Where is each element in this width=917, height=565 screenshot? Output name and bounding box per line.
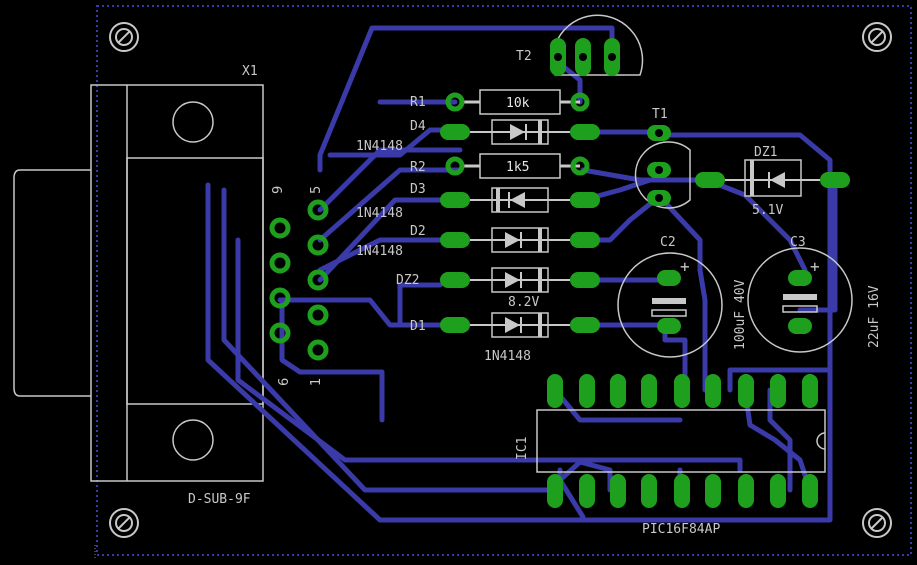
label-dsub: D-SUB-9F <box>188 492 251 507</box>
label-dz1-value: 5.1V <box>752 203 783 218</box>
diode-d2 <box>440 227 600 253</box>
label-pin5: 5 <box>309 186 324 194</box>
label-pin1: 1 <box>309 378 324 386</box>
label-d1: D1 <box>410 319 426 334</box>
label-d4: D4 <box>410 119 426 134</box>
diode-symbol-icon <box>510 192 525 208</box>
resistor-r2 <box>445 153 590 179</box>
transistor-t2 <box>550 14 644 76</box>
mounting-hole-icon <box>862 22 892 52</box>
ic1-pins-top <box>547 374 818 408</box>
diode-symbol-icon <box>505 272 520 288</box>
label-dz2: DZ2 <box>396 273 419 288</box>
diode-symbol-icon <box>505 317 520 333</box>
label-t2: T2 <box>516 49 532 64</box>
dsub-pads <box>269 199 329 361</box>
label-ic1-value: PIC16F84AP <box>642 522 720 537</box>
label-r2-value: 1k5 <box>506 160 529 175</box>
mounting-hole-icon <box>109 22 139 52</box>
diode-dz2 <box>440 267 600 293</box>
label-r1: R1 <box>410 95 426 110</box>
capacitor-polarity-icon: + <box>680 257 690 276</box>
board-outline <box>96 5 912 556</box>
diode-symbol-icon <box>770 172 785 188</box>
label-d2-value: 1N4148 <box>356 244 403 259</box>
label-dz1: DZ1 <box>754 145 777 160</box>
label-dz2-value: 8.2V <box>508 295 539 310</box>
ic1-pins-bottom <box>547 474 818 508</box>
diode-d4 <box>440 119 600 145</box>
ic1-package <box>536 409 826 473</box>
label-r2: R2 <box>410 160 426 175</box>
label-c3: C3 <box>790 235 806 250</box>
mounting-hole-icon <box>109 508 139 538</box>
label-ic1: IC1 <box>515 437 530 460</box>
dsub-connector-outline <box>13 84 264 482</box>
transistor-t1 <box>634 125 691 209</box>
label-d3: D3 <box>410 182 426 197</box>
label-d1-value: 1N4148 <box>484 349 531 364</box>
label-t1: T1 <box>652 107 668 122</box>
diode-d3 <box>440 187 600 213</box>
label-c2-value: 100uF 40V <box>733 279 748 350</box>
capacitor-polarity-icon: + <box>810 257 820 276</box>
label-c3-value: 22uF 16V <box>867 285 882 348</box>
label-d3-value: 1N4148 <box>356 206 403 221</box>
diode-d1 <box>440 312 600 338</box>
label-d2: D2 <box>410 224 426 239</box>
label-r1-value: 10k <box>506 96 530 111</box>
diode-symbol-icon <box>510 124 525 140</box>
resistor-r1 <box>445 89 590 115</box>
label-c2: C2 <box>660 235 676 250</box>
capacitor-c2: + <box>617 252 723 358</box>
capacitor-c3: + <box>747 247 853 353</box>
label-pin9: 9 <box>271 186 286 194</box>
label-d4-value: 1N4148 <box>356 139 403 154</box>
diode-symbol-icon <box>505 232 520 248</box>
label-pin6: 6 <box>277 378 292 386</box>
zener-dz1 <box>695 159 850 197</box>
label-x1: X1 <box>242 64 258 79</box>
mounting-hole-icon <box>862 508 892 538</box>
